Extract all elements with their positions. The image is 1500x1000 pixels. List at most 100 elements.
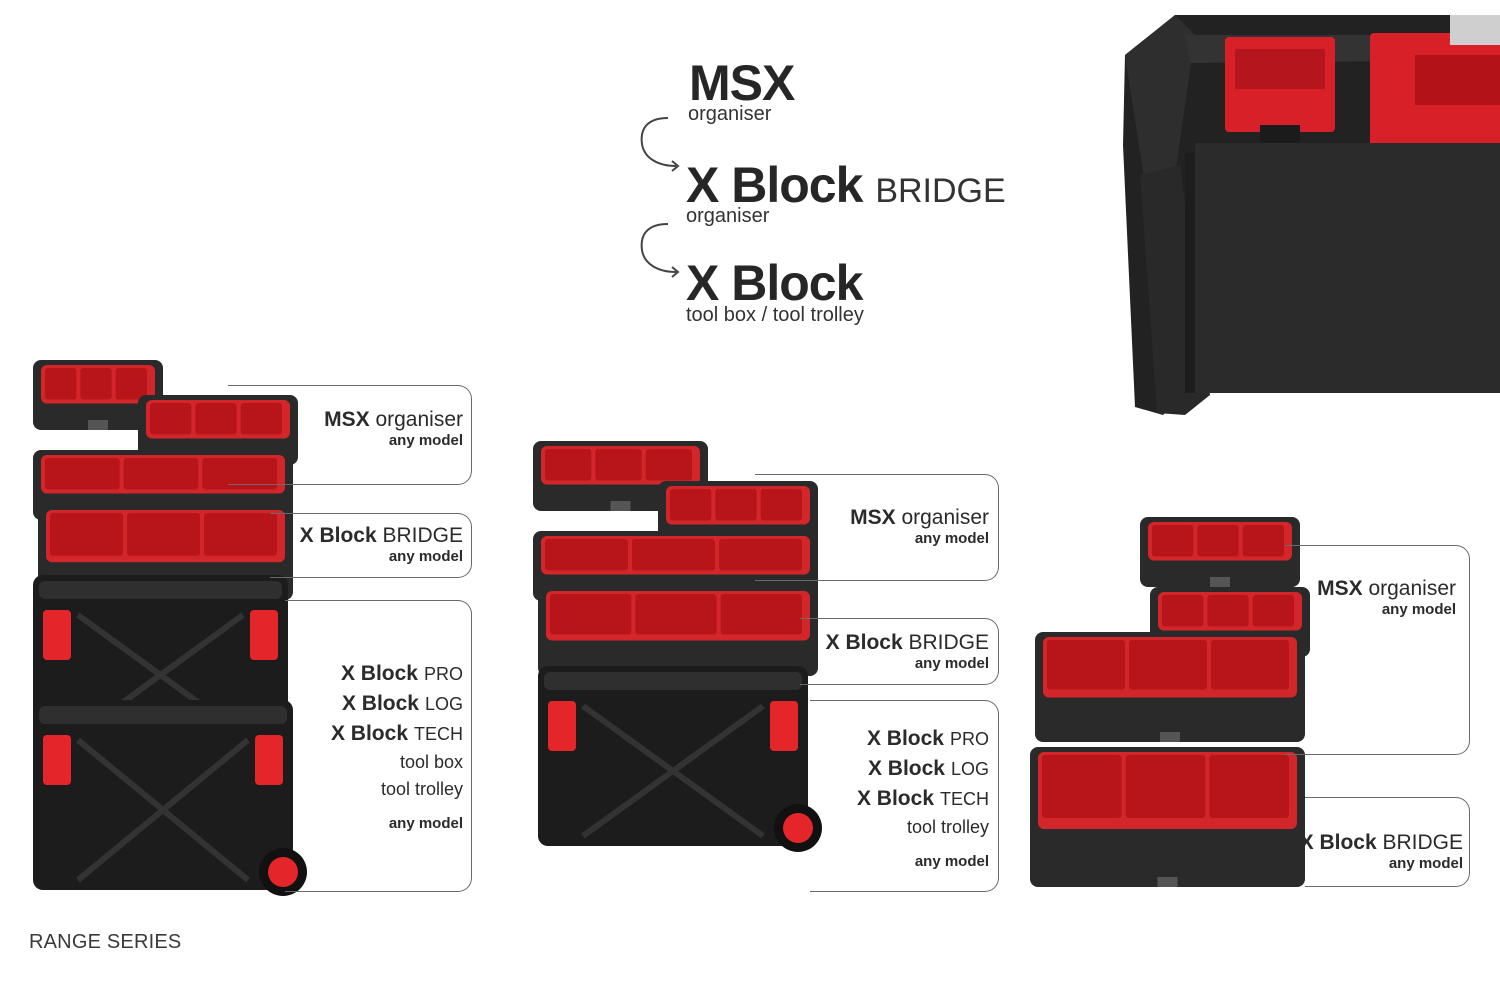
stack3-msx-organiser-compartment — [1252, 595, 1294, 627]
stack3-msx-organiser-latch — [1210, 577, 1230, 587]
stack1-toolbox-latch-right — [250, 610, 278, 660]
bridge-name: X Block — [825, 631, 903, 654]
stack2-bridge-organiser-compartment — [719, 539, 802, 571]
stack1-trolley-latch-left — [43, 735, 71, 785]
xblock-line-name: X Block — [866, 727, 944, 750]
stack2-msx-organiser-compartment — [670, 489, 712, 521]
bridge-note: any model — [1388, 855, 1463, 872]
stack3-bridge-organiser-compartment — [1125, 755, 1206, 818]
stack1-msx-organiser-compartment — [195, 403, 237, 435]
stack2-msx-organiser-latch — [610, 501, 631, 511]
stack3-msx-organiser-compartment — [1152, 525, 1194, 557]
stack1-bridge-organiser-compartment — [45, 458, 120, 490]
stack2-msx-frame — [755, 474, 999, 581]
msx-name: MSX — [324, 408, 370, 431]
xblock-line-name: X Block — [340, 662, 418, 685]
stack1-bridge-organiser-compartment — [204, 513, 277, 556]
msx-name: MSX — [1317, 577, 1363, 600]
stack3-bridge-organiser-open-compartment — [1129, 640, 1207, 690]
stack2-trolley-lid — [544, 672, 802, 690]
stack2-msx-organiser-compartment — [595, 449, 642, 481]
stack1-msx-organiser-compartment — [150, 403, 192, 435]
stack2-msx-label: MSX organiser any model — [850, 506, 989, 548]
stack1-trolley — [33, 700, 293, 890]
bridge-note: any model — [914, 655, 989, 672]
stack3-msx-organiser-compartment — [1207, 595, 1249, 627]
stack1-bridge-organiser-compartment — [50, 513, 123, 556]
bridge-subtitle: organiser — [686, 205, 770, 227]
stack1-trolley-lid — [39, 706, 287, 724]
msx-note: any model — [914, 530, 989, 547]
footer-range-series: RANGE SERIES — [29, 931, 182, 953]
msx-suffix: organiser — [901, 506, 989, 529]
xblock-type: tool trolley — [380, 779, 463, 799]
xblock-line-suffix: LOG — [950, 759, 989, 779]
xblock-line-suffix: LOG — [424, 694, 463, 714]
stack3-bridge-organiser-compartment — [1042, 755, 1122, 818]
stack1-toolbox-latch-left — [43, 610, 71, 660]
stack3-msx-label: MSX organiser any model — [1317, 577, 1456, 619]
curved-arrow-icon — [638, 116, 684, 174]
stack2-msx-organiser-compartment — [760, 489, 802, 521]
stack1-msx-organiser-latch — [88, 420, 108, 430]
stack3-msx-organiser-compartment — [1242, 525, 1284, 557]
bridge-name: X Block — [299, 524, 377, 547]
closeup-image — [1123, 15, 1500, 415]
stack2-msx-organiser-compartment — [545, 449, 592, 481]
xblock-type: tool box — [399, 752, 463, 772]
msx-suffix: organiser — [1368, 577, 1456, 600]
stack1-msx-organiser-compartment — [240, 403, 282, 435]
stack3-bridge-frame — [1305, 797, 1470, 887]
stack3-bridge-organiser-compartment — [1209, 755, 1289, 818]
stack1-bridge-organiser-compartment — [123, 458, 199, 490]
xblock-line-name: X Block — [330, 722, 408, 745]
msx-name: MSX — [850, 506, 896, 529]
bridge-suffix: BRIDGE — [382, 524, 463, 547]
bridge-name: X Block — [1299, 831, 1377, 854]
stack2-trolley-latch-left — [548, 701, 576, 751]
stack1-msx-label: MSX organiser any model — [324, 408, 463, 450]
stack2-trolley-latch-right — [770, 701, 798, 751]
stack1-trolley-rib — [76, 737, 250, 883]
bridge-note: any model — [388, 548, 463, 565]
curved-arrow-icon — [638, 222, 684, 280]
stack3-bridge-organiser-open-latch — [1160, 732, 1180, 742]
xblock-subtitle: tool box / tool trolley — [686, 304, 864, 326]
stack3-bridge-organiser-latch — [1157, 877, 1178, 887]
stack3-bridge-organiser-open-compartment — [1047, 640, 1125, 690]
stack3-image — [1030, 517, 1310, 887]
xblock-line-name: X Block — [867, 757, 945, 780]
stack1-msx-organiser-compartment — [45, 368, 77, 400]
xblock-note: any model — [914, 853, 989, 870]
stack2-msx-organiser-compartment — [645, 449, 692, 481]
stack2-image — [533, 441, 822, 852]
msx-title: MSX — [689, 55, 795, 111]
stack3-bridge-label: X Block BRIDGE any model — [1300, 831, 1463, 873]
xblock-line-suffix: PRO — [423, 664, 463, 684]
xblock-note: any model — [388, 815, 463, 832]
stack3-msx-organiser-compartment — [1197, 525, 1239, 557]
xblock-line-suffix: TECH — [940, 789, 989, 809]
bridge-title: X Block BRIDGE — [686, 160, 1006, 210]
xblock-line-suffix: TECH — [414, 724, 463, 744]
xblock-line-name: X Block — [341, 692, 419, 715]
stack2-bridge-organiser-compartment — [545, 539, 628, 571]
stack3-bridge-organiser-open-compartment — [1211, 640, 1289, 690]
stack2-bridge-organiser-compartment — [550, 594, 632, 635]
xblock-line-suffix: PRO — [949, 729, 989, 749]
stack3-msx-frame — [1285, 545, 1470, 755]
stack2-bridge-organiser-compartment — [632, 539, 715, 571]
stack1-msx-organiser-compartment — [80, 368, 112, 400]
stack2-bridge-label: X Block BRIDGE any model — [826, 631, 989, 673]
stack1-msx-frame — [228, 385, 472, 485]
stack2-trolley-rib — [581, 703, 765, 839]
bridge-suffix: BRIDGE — [908, 631, 989, 654]
msx-suffix: organiser — [375, 408, 463, 431]
bridge-title-suffix: BRIDGE — [875, 172, 1006, 210]
stack1-xblock-frame — [285, 600, 472, 892]
xblock-line-name: X Block — [856, 787, 934, 810]
bridge-title-name: X Block — [686, 157, 863, 213]
stack2-trolley — [538, 666, 808, 846]
stack2-trolley-wheel-hub — [783, 813, 813, 843]
